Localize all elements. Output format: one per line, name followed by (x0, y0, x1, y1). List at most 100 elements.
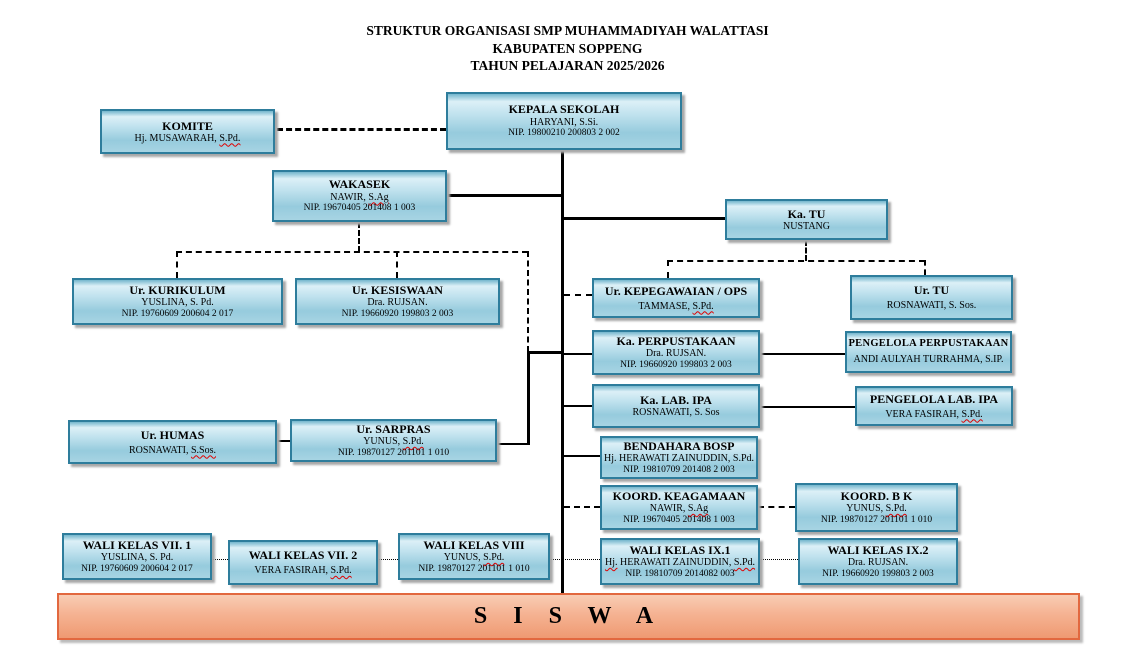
box-nip: NIP. 19660920 199803 2 003 (620, 359, 732, 370)
box-name: Hj. HERAWATI ZAINUDDIN, S.Pd. (603, 453, 755, 465)
box-nip: NIP. 19810709 2014082 003 (625, 568, 735, 579)
connector-wakasek-down (358, 222, 360, 252)
org-box-wali-kelas-ix-1: WALI KELAS IX.1 Hj. HERAWATI ZAINUDDIN, … (600, 538, 760, 585)
box-nip: NIP. 19870127 201101 1 010 (820, 514, 933, 525)
org-box-bendahara-bosp: BENDAHARA BOSP Hj. HERAWATI ZAINUDDIN, S… (600, 436, 758, 479)
page-title: STRUKTUR ORGANISASI SMP MUHAMMADIYAH WAL… (0, 22, 1135, 75)
box-title: KOORD. KEAGAMAAN (612, 488, 746, 503)
page-title-line3: TAHUN PELAJARAN 2025/2026 (470, 58, 665, 73)
box-nip: NIP. 19670405 201408 1 003 (303, 203, 416, 214)
box-title: Ur. SARPRAS (356, 421, 431, 436)
box-title: Ka. PERPUSTAKAAN (616, 333, 736, 348)
box-title: BENDAHARA BOSP (623, 438, 735, 453)
box-title: Ur. KESISWAAN (352, 282, 443, 297)
box-name: YUSLINA, S. Pd. (141, 297, 214, 309)
box-name: HARYANI, S.Si. (529, 116, 599, 128)
connector-labipa-pengelola (760, 406, 855, 408)
box-name: Dra. RUJSAN. (367, 297, 428, 309)
box-nip: NIP. 19810709 201408 2 003 (623, 464, 735, 475)
connector-wakasek-spine (447, 194, 562, 197)
org-box-wali-kelas-ix-2: WALI KELAS IX.2 Dra. RUJSAN. NIP. 196609… (798, 538, 958, 585)
box-title: Ur. KEPEGAWAIAN / OPS (604, 283, 748, 298)
siswa-label: S I S W A (473, 603, 664, 629)
box-name: YUNUS, S.Pd. (443, 552, 505, 564)
box-nip: NIP. 19660920 199803 2 003 (822, 568, 934, 579)
siswa-bar: S I S W A (57, 593, 1080, 640)
box-name: ANDI AULYAH TURRAHMA, S.IP. (853, 353, 1004, 365)
org-box-ka-perpustakaan: Ka. PERPUSTAKAAN Dra. RUJSAN. NIP. 19660… (592, 330, 760, 375)
connector-spine-bendahara (564, 455, 600, 457)
box-name: Hj. MUSAWARAH, S.Pd. (134, 132, 241, 144)
box-name: ROSNAWATI, S.Sos. (129, 444, 216, 456)
box-name: YUNUS, S.Pd. (363, 436, 424, 448)
connector-wali71-wali72 (212, 559, 228, 560)
org-box-pengelola-perpustakaan: PENGELOLA PERPUSTAKAAN ANDI AULYAH TURRA… (845, 331, 1012, 373)
connector-humas-sarpras (277, 440, 290, 442)
box-title: Ur. KURIKULUM (129, 282, 226, 297)
box-nip: NIP. 19760609 200604 2 017 (81, 563, 193, 574)
box-title: Ur. HUMAS (140, 427, 205, 442)
connector-keagamaan-bk (758, 506, 795, 508)
org-box-ur-kepegawaian: Ur. KEPEGAWAIAN / OPS TAMMASE, S.Pd. (592, 278, 760, 318)
org-box-koord-keagamaan: KOORD. KEAGAMAAN NAWIR, S.Ag NIP. 196704… (600, 485, 758, 530)
box-name: NUSTANG (783, 220, 830, 232)
box-name: NAWIR, S.Ag (649, 503, 709, 515)
org-box-ur-sarpras: Ur. SARPRAS YUNUS, S.Pd. NIP. 19870127 2… (290, 419, 497, 462)
org-box-ur-humas: Ur. HUMAS ROSNAWATI, S.Sos. (68, 420, 277, 464)
box-name: ROSNAWATI, S. Sos (632, 407, 720, 419)
box-name: ROSNAWATI, S. Sos. (886, 300, 977, 312)
box-title: WALI KELAS VII. 2 (248, 548, 358, 563)
box-title: Ka. LAB. IPA (640, 393, 712, 408)
connector-spine-kepegawaian (564, 294, 592, 296)
org-box-wakasek: WAKASEK NAWIR, S.Ag NIP. 19670405 201408… (272, 170, 447, 222)
connector-wali91-wali92 (760, 559, 798, 560)
box-name: YUNUS, S.Pd. (846, 503, 907, 515)
box-nip: NIP. 19660920 199803 2 003 (341, 308, 454, 319)
connector-drop-urtu (924, 260, 926, 275)
box-title: PENGELOLA LAB. IPA (869, 391, 999, 406)
box-name: YUSLINA, S. Pd. (100, 552, 174, 564)
org-box-pengelola-lab-ipa: PENGELOLA LAB. IPA VERA FASIRAH, S.Pd. (855, 386, 1013, 426)
org-box-ur-tu: Ur. TU ROSNAWATI, S. Sos. (850, 275, 1013, 320)
connector-drop-kurikulum (176, 251, 178, 278)
org-box-ur-kesiswaan: Ur. KESISWAAN Dra. RUJSAN. NIP. 19660920… (295, 278, 500, 325)
connector-komite-kepala (277, 128, 446, 131)
box-name: NAWIR, S.Ag (330, 191, 389, 203)
page-title-line1: STRUKTUR ORGANISASI SMP MUHAMMADIYAH WAL… (366, 23, 769, 38)
box-name: TAMMASE, S.Pd. (638, 300, 714, 312)
box-title: KOMITE (162, 118, 213, 133)
page-title-line2: KABUPATEN SOPPENG (492, 40, 643, 56)
org-box-komite: KOMITE Hj. MUSAWARAH, S.Pd. (100, 109, 275, 154)
box-title: Ka. TU (787, 206, 826, 221)
box-title: WALI KELAS VIII (423, 537, 525, 552)
box-name: Hj. HERAWATI ZAINUDDIN, S.Pd. (604, 557, 756, 569)
box-name: VERA FASIRAH, S.Pd. (885, 408, 983, 420)
box-title: KOORD. B K (840, 488, 913, 503)
org-box-koord-bk: KOORD. B K YUNUS, S.Pd. NIP. 19870127 20… (795, 483, 958, 532)
box-nip: NIP. 19870127 201101 1 010 (418, 563, 530, 574)
connector-drop-kepegawaian (667, 260, 669, 278)
connector-spine-katu (562, 217, 725, 220)
box-title: KEPALA SEKOLAH (508, 102, 620, 117)
box-title: WALI KELAS IX.2 (827, 542, 929, 557)
box-nip: NIP. 19670405 201408 1 003 (623, 514, 735, 525)
connector-riser-spine (527, 351, 564, 354)
box-nip: NIP. 19760609 200604 2 017 (121, 308, 234, 319)
box-nip: NIP. 19800210 200803 2 002 (508, 128, 620, 139)
connector-wali72-wali8 (378, 559, 398, 560)
box-nip: NIP. 19870127 201101 1 010 (337, 447, 450, 458)
connector-drop-x528 (527, 251, 529, 352)
box-title: PENGELOLA PERPUSTAKAAN (848, 338, 1009, 350)
box-name: Dra. RUJSAN. (847, 557, 909, 569)
box-name: VERA FASIRAH, S.Pd. (254, 565, 352, 577)
connector-drop-kesiswaan (396, 251, 398, 278)
org-box-wali-kelas-vii-1: WALI KELAS VII. 1 YUSLINA, S. Pd. NIP. 1… (62, 533, 212, 580)
org-box-ur-kurikulum: Ur. KURIKULUM YUSLINA, S. Pd. NIP. 19760… (72, 278, 283, 325)
connector-wakasek-bracket (176, 251, 528, 253)
connector-katu-down (805, 240, 807, 261)
box-name: Dra. RUJSAN. (645, 348, 707, 360)
box-title: Ur. TU (913, 283, 950, 298)
connector-spine-labipa (564, 405, 592, 407)
connector-spine (561, 150, 564, 593)
